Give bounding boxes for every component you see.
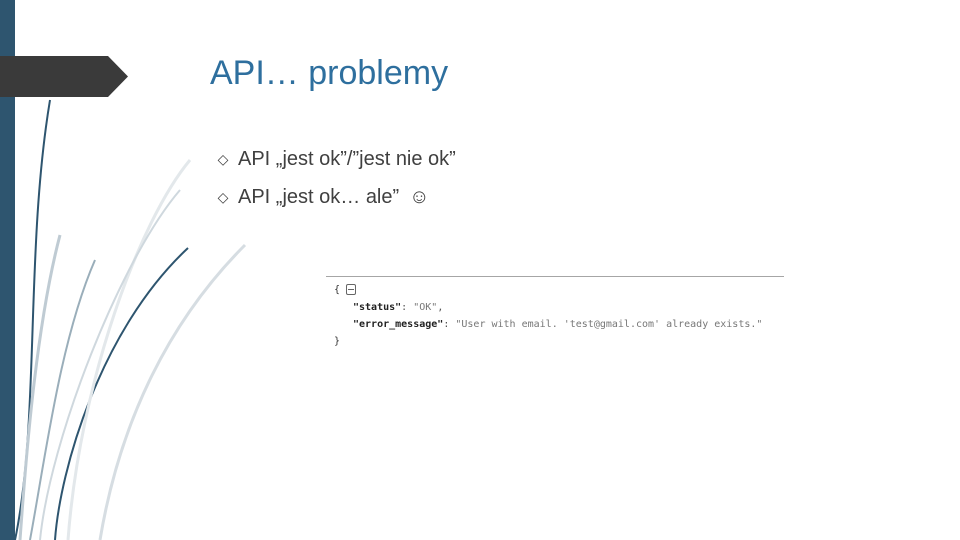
smiley-icon: ☺ <box>409 185 430 208</box>
code-line-status: "status": "OK", <box>353 302 443 314</box>
slide-title: API… problemy <box>210 54 449 92</box>
json-key: "error_message" <box>353 319 444 330</box>
json-value: "OK" <box>413 302 438 313</box>
diamond-bullet-icon: ◇ <box>217 188 229 205</box>
code-line-close: } <box>334 336 340 348</box>
title-tab-shape <box>0 56 128 97</box>
json-code-screenshot: { "status": "OK", "error_message": "User… <box>326 276 784 353</box>
collapse-icon[interactable] <box>346 284 357 295</box>
json-key: "status" <box>353 302 402 313</box>
code-line-open: { <box>334 284 357 297</box>
bullet-list: ◇ API „jest ok”/”jest nie ok” ◇ API „jes… <box>214 140 456 216</box>
close-brace: } <box>334 336 341 347</box>
bullet-text: API „jest ok”/”jest nie ok” <box>238 147 456 170</box>
json-separator: : <box>401 302 414 313</box>
open-brace: { <box>334 284 341 296</box>
bullet-item: ◇ API „jest ok”/”jest nie ok” <box>214 140 456 178</box>
diamond-bullet-icon: ◇ <box>217 150 229 167</box>
json-comma: , <box>437 302 444 313</box>
json-separator: : <box>443 319 456 330</box>
left-accent-bar <box>0 0 15 540</box>
code-line-error-message: "error_message": "User with email. 'test… <box>353 319 762 331</box>
json-value: "User with email. 'test@gmail.com' alrea… <box>455 319 763 330</box>
decorative-curves <box>14 99 247 540</box>
bullet-text: API „jest ok… ale” <box>238 185 400 208</box>
bullet-item: ◇ API „jest ok… ale” ☺ <box>214 178 456 216</box>
